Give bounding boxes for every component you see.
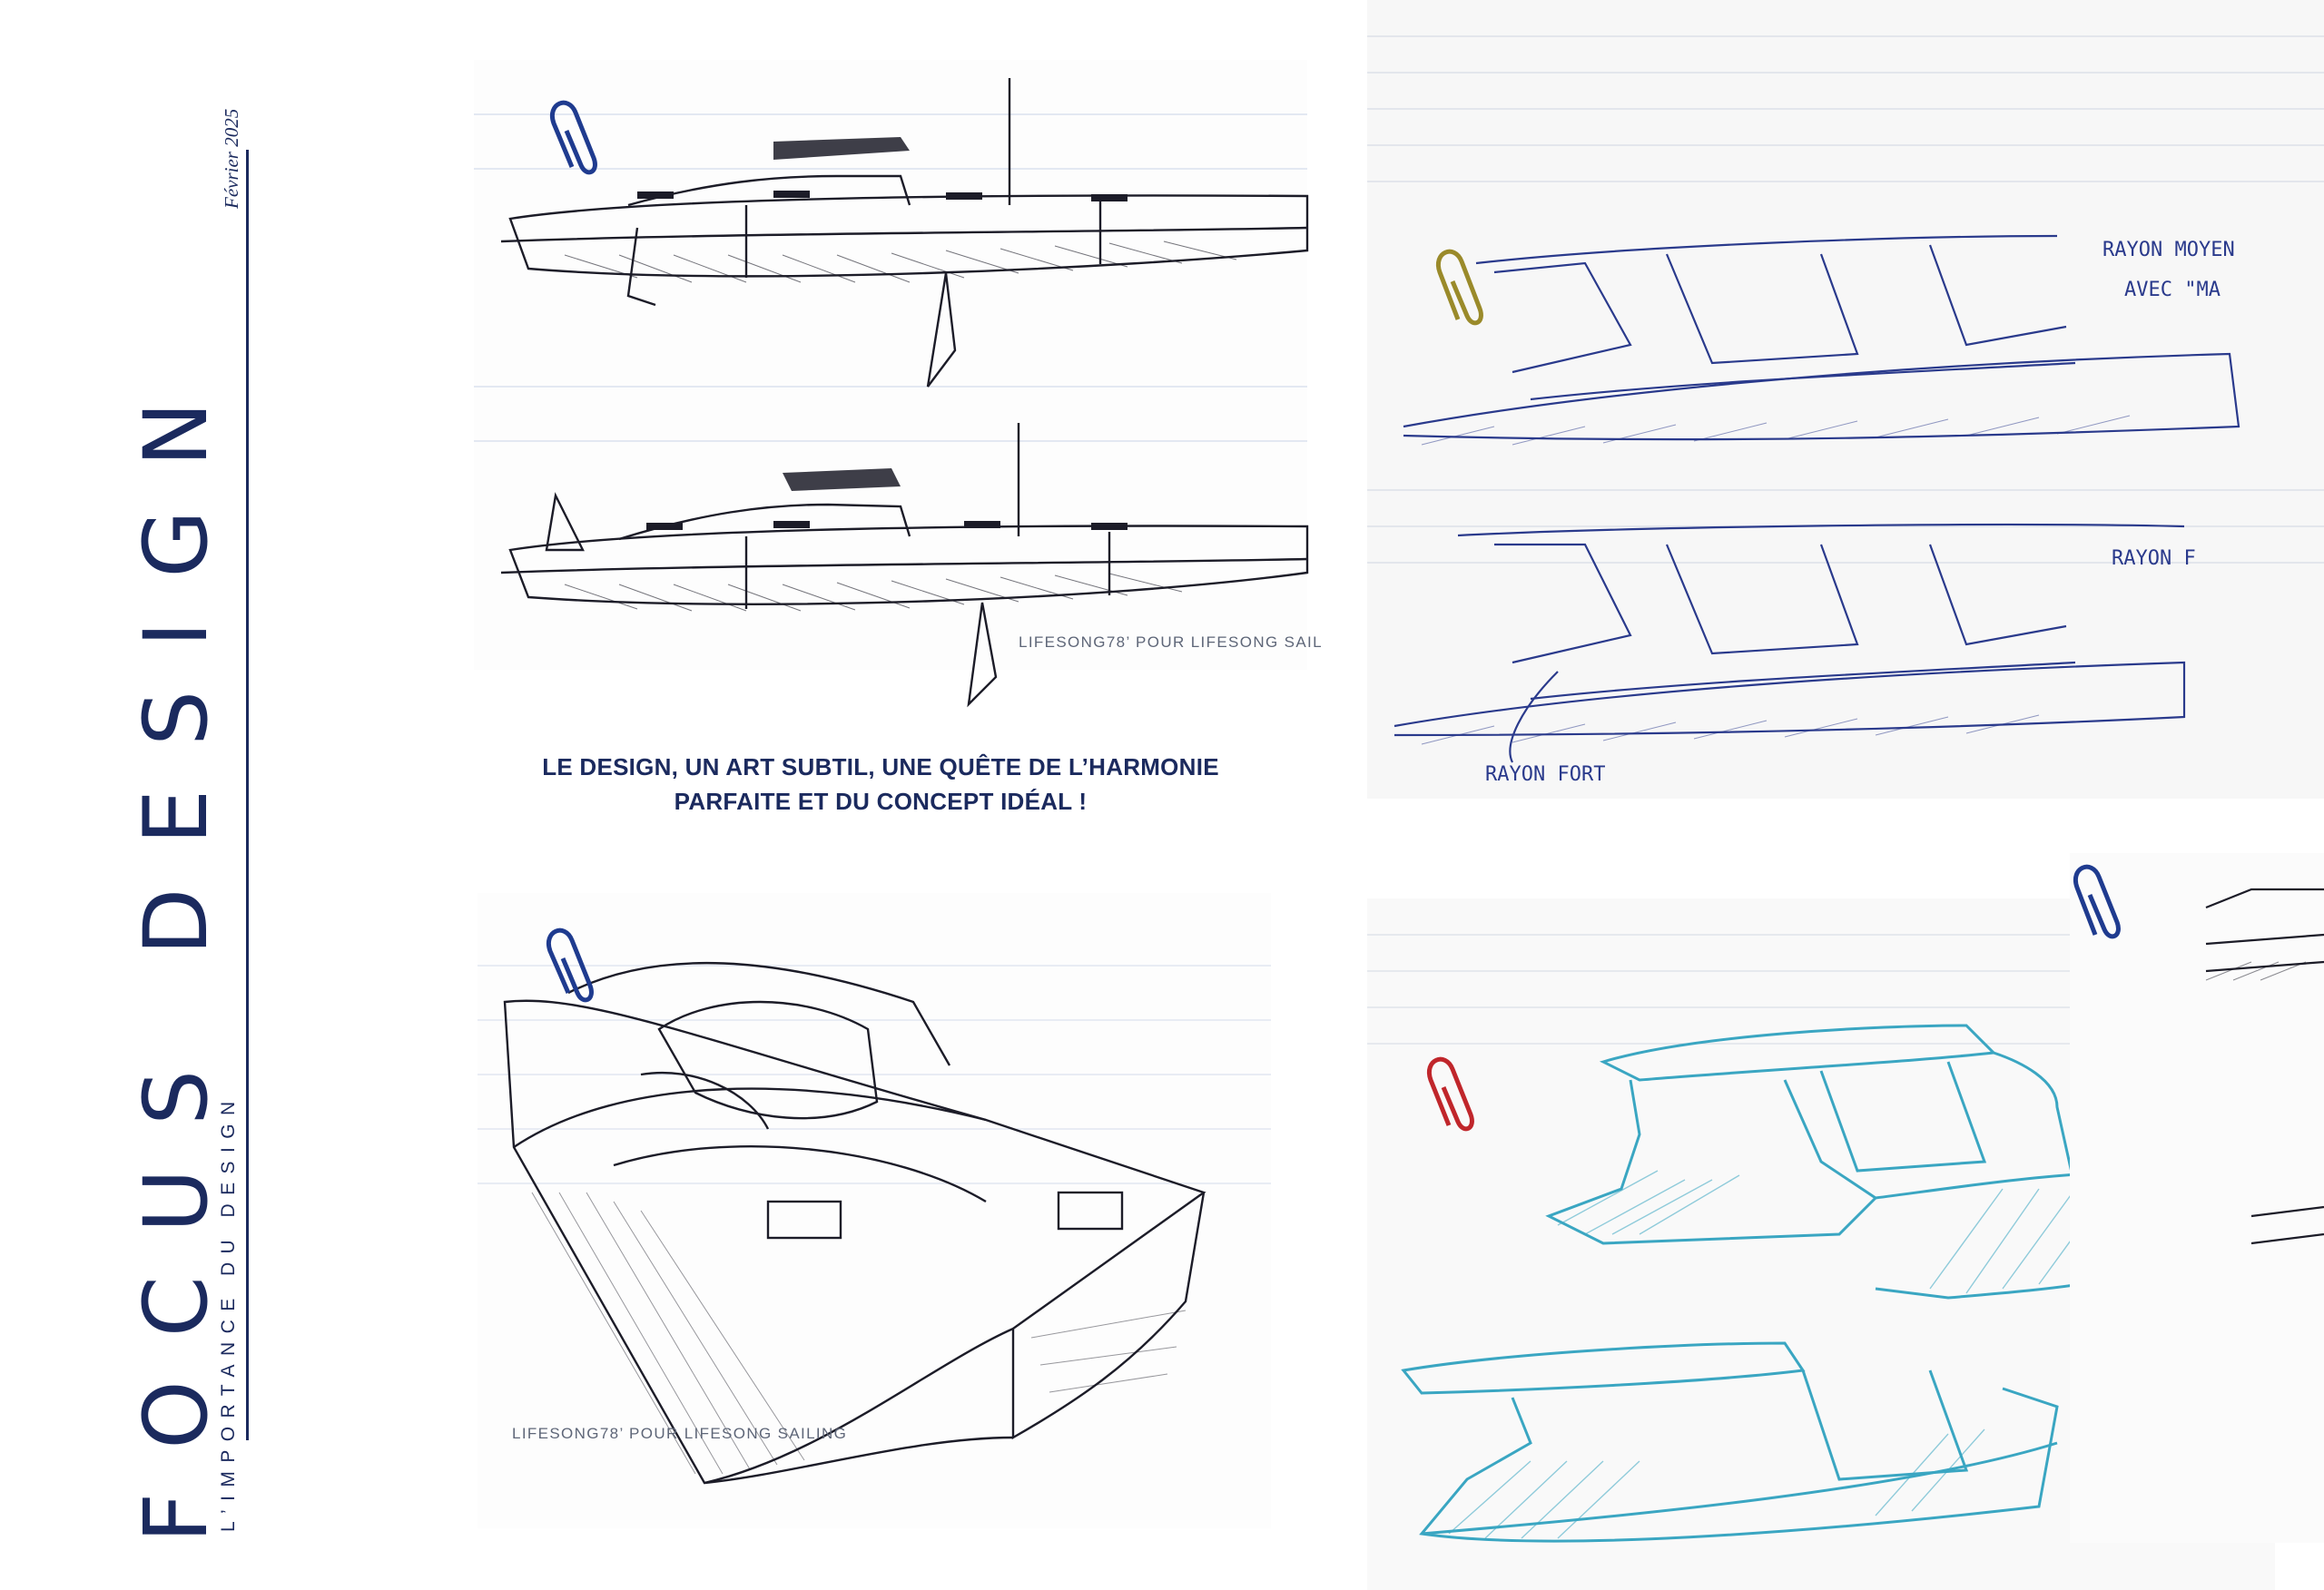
- sketch-note: RAYON MOYEN: [2102, 239, 2235, 261]
- sketch-note: RAYON FORT: [1485, 763, 1605, 786]
- paperclip-icon: [2073, 864, 2121, 939]
- partial-right-drawing: [2073, 864, 2324, 1245]
- issue-date: Février 2025: [221, 108, 242, 209]
- sketch-sailboat-profiles: LIFESONG78’ POUR LIFESONG SAIL: [474, 60, 1322, 708]
- pull-quote: LE DESIGN, UN ART SUBTIL, UNE QUÊTE DE L…: [472, 750, 1289, 819]
- catamaran-pen-drawing: RAYON MOYEN AVEC "MA RAYON F RAYON FORT: [1367, 35, 2324, 786]
- page-title: FOCUS DESIGN: [125, 358, 227, 1543]
- sketch-caption: LIFESONG78’ POUR LIFESONG SAIL: [1019, 633, 1323, 651]
- sketch-catamaran-pen: RAYON MOYEN AVEC "MA RAYON F RAYON FORT: [1367, 0, 2324, 799]
- sketch-note: RAYON F: [2112, 547, 2196, 570]
- paperclip-icon: [549, 100, 597, 175]
- motor-yacht-drawing: [478, 928, 1271, 1485]
- pull-quote-line-2: PARFAITE ET DU CONCEPT IDÉAL !: [674, 788, 1088, 815]
- paperclip-icon: [546, 928, 594, 1003]
- paperclip-icon: [1435, 249, 1483, 326]
- paperclip-icon: [1426, 1056, 1474, 1132]
- sketch-caption: LIFESONG78’ POUR LIFESONG SAILING: [512, 1425, 848, 1442]
- pull-quote-line-1: LE DESIGN, UN ART SUBTIL, UNE QUÊTE DE L…: [542, 753, 1219, 780]
- page-subtitle: L’IMPORTANCE DU DESIGN: [218, 1093, 239, 1532]
- sketch-note: AVEC "MA: [2124, 279, 2221, 301]
- vertical-divider: [246, 150, 249, 1440]
- sailboat-profiles-drawing: [474, 78, 1309, 708]
- sketch-partial-right: [2070, 853, 2324, 1543]
- sketch-motor-yacht: LIFESONG78’ POUR LIFESONG SAILING: [478, 893, 1271, 1528]
